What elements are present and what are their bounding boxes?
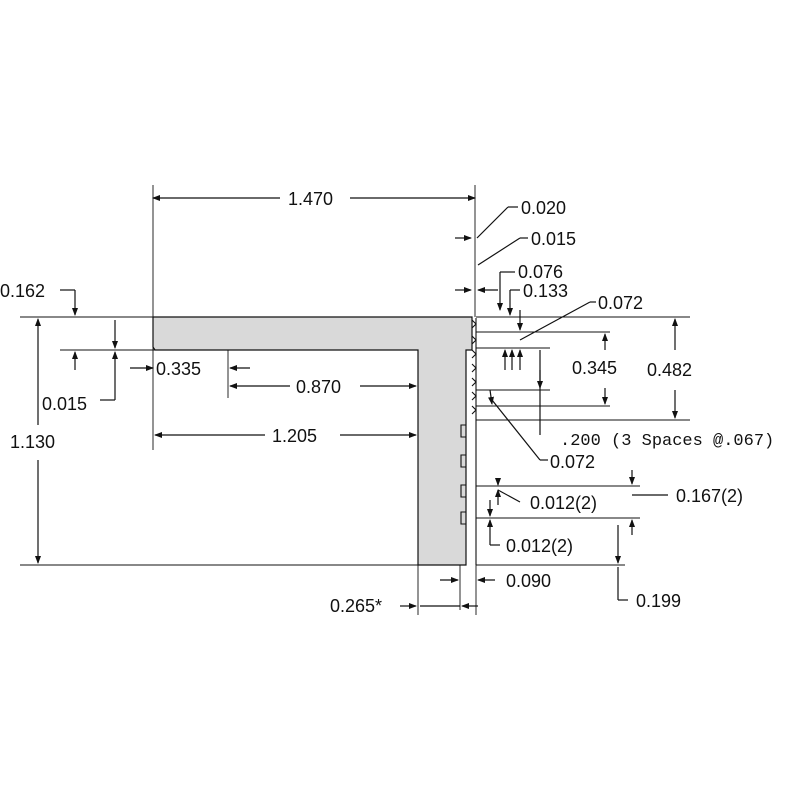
serration-teeth [460,318,477,565]
label-0-020: 0.020 [521,198,566,218]
label-0-072-top: 0.072 [598,293,643,313]
label-0-076: 0.076 [518,262,563,282]
label-overall-height: 1.130 [10,432,55,452]
label-0-015-top: 0.015 [531,229,576,249]
label-0-162: 0.162 [0,281,45,301]
label-0-072-bottom: 0.072 [550,452,595,472]
label-spacing-note: .200 (3 Spaces @.067) [560,432,774,451]
dimension-lines [35,195,678,609]
label-0-167: 0.167(2) [676,486,743,506]
label-0-199: 0.199 [636,591,681,611]
label-0-482: 0.482 [647,360,692,380]
label-0-012-b: 0.012(2) [506,536,573,556]
label-0-870: 0.870 [296,377,341,397]
label-0-133: 0.133 [523,281,568,301]
label-1-205: 1.205 [272,426,317,446]
label-0-345: 0.345 [572,358,617,378]
extension-lines [20,185,690,615]
extrusion-profile [152,316,473,566]
label-0-335: 0.335 [156,359,201,379]
label-0-012-a: 0.012(2) [530,493,597,513]
label-overall-width: 1.470 [288,189,333,209]
label-0-265: 0.265* [330,596,382,616]
label-0-090: 0.090 [506,571,551,591]
label-0-015-left: 0.015 [42,394,87,414]
